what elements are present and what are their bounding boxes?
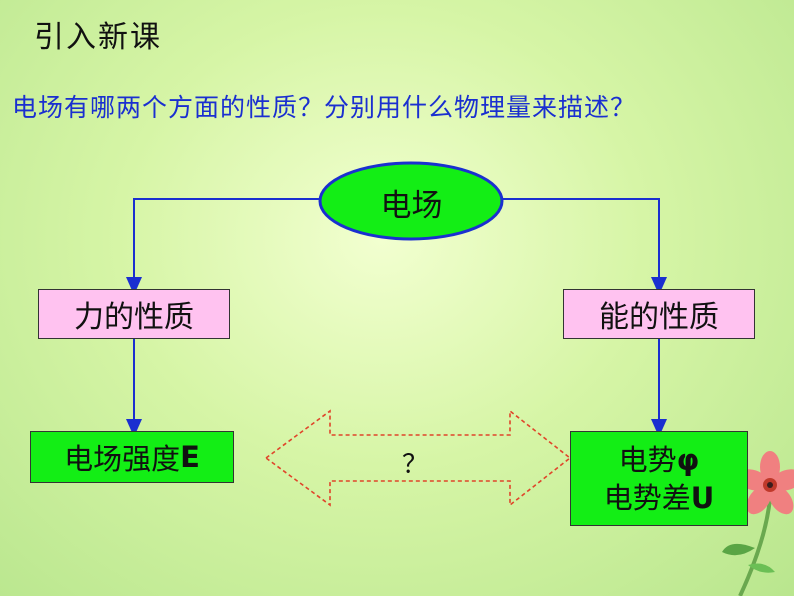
question-text: 电场有哪两个方面的性质？分别用什么物理量来描述？ bbox=[12, 93, 637, 122]
connector-root-right bbox=[502, 198, 667, 295]
potential-difference-line: 电势差U bbox=[604, 479, 715, 517]
relation-question-mark: ？ bbox=[402, 450, 429, 480]
potential-label: 电势 bbox=[618, 442, 677, 477]
force-property-label: 力的性质 bbox=[74, 300, 194, 335]
field-ellipse bbox=[318, 161, 504, 241]
energy-property-label: 能的性质 bbox=[599, 300, 719, 335]
potential-symbol: φ bbox=[676, 442, 700, 477]
root-node-label: 电场 bbox=[380, 187, 443, 224]
potential-line: 电势φ bbox=[619, 441, 700, 479]
connector-root-left bbox=[126, 198, 322, 295]
page-title: 引入新课 bbox=[34, 20, 162, 55]
energy-property-box: 能的性质 bbox=[563, 289, 755, 339]
force-property-box: 力的性质 bbox=[38, 289, 230, 339]
potential-difference-symbol: U bbox=[690, 480, 715, 515]
potential-box: 电势φ 电势差U bbox=[570, 431, 748, 526]
potential-difference-label: 电势差 bbox=[603, 480, 691, 515]
field-strength-label: 电场强度 bbox=[64, 442, 181, 476]
flower-icon bbox=[722, 451, 794, 596]
field-strength-symbol: E bbox=[180, 440, 200, 474]
